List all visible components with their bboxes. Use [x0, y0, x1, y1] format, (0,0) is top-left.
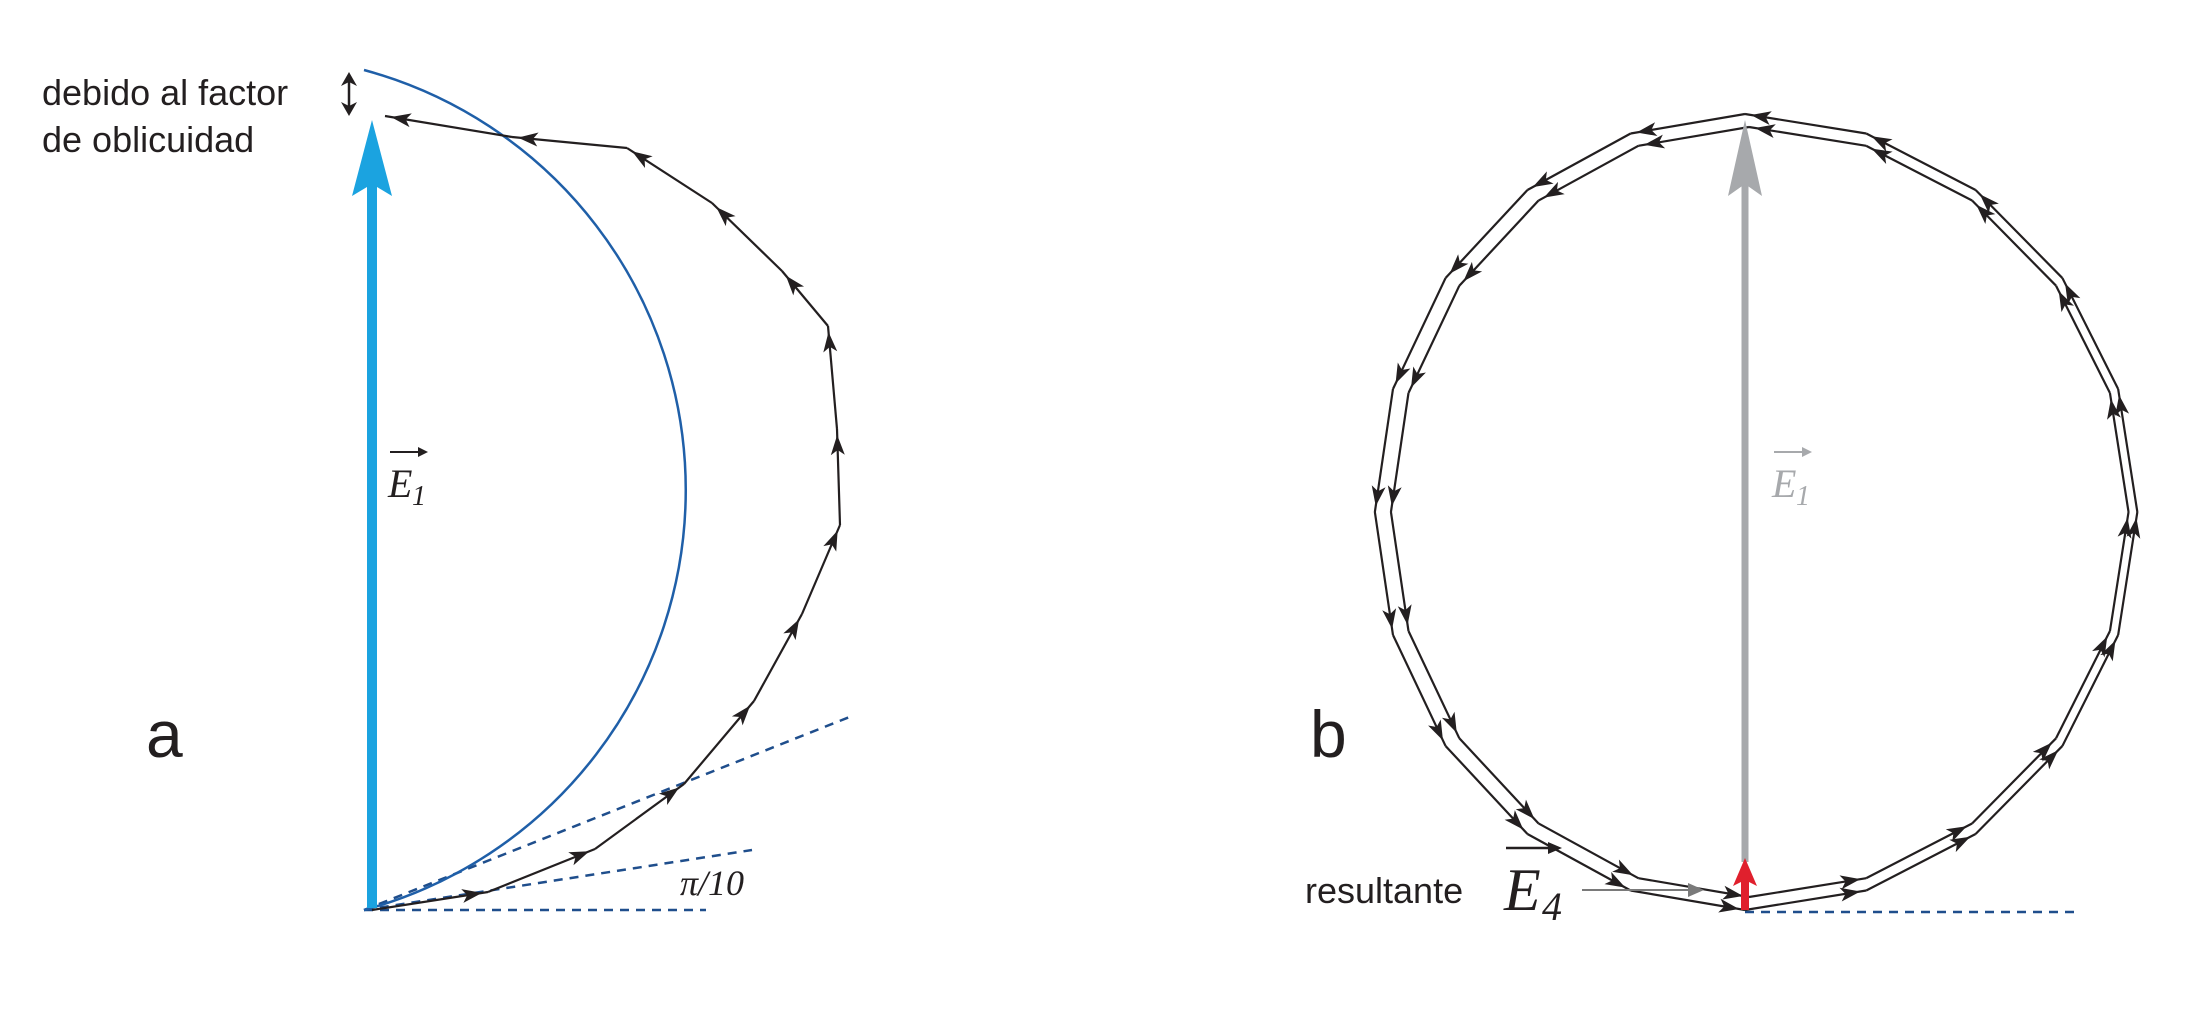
- phasor-a-13: [384, 113, 513, 139]
- phasor-b-outer-9: [1865, 132, 1977, 191]
- phasor-b-inner-13: [1458, 199, 1540, 287]
- phasor-a-10: [711, 202, 783, 272]
- tangent-dashed-1: [363, 848, 753, 912]
- resultant-text: resultante: [1305, 870, 1463, 911]
- panel-a: a debido al factor de oblicuidad π/10 E …: [42, 68, 853, 912]
- envelope-arc: [363, 68, 688, 912]
- pointer-arrowhead: [1688, 883, 1704, 897]
- gray-e1-label: E 1: [1771, 447, 1812, 512]
- phasor-b-outer-12: [1526, 132, 1632, 191]
- phasor-b-outer-19: [1526, 833, 1632, 892]
- phasor-b-inner-8: [1971, 199, 2057, 287]
- phasor-b-inner-2: [1865, 822, 1973, 880]
- panel-b: b E 1 resultante E 4: [1305, 111, 2141, 929]
- phasor-b-inner-9: [1865, 144, 1973, 202]
- oblique-factor-label-line2: de oblicuidad: [42, 119, 254, 160]
- phasor-b-inner-11: [1638, 125, 1750, 149]
- svg-text:1: 1: [1796, 481, 1810, 512]
- phasor-a-1: [371, 889, 489, 912]
- phasor-a-9: [781, 270, 829, 327]
- red-e4-arrowhead: [1733, 858, 1757, 886]
- phasor-b-outer-1: [1744, 887, 1867, 912]
- phasor-b-outer-11: [1630, 112, 1746, 137]
- phasor-b-inner-3: [1971, 737, 2057, 825]
- phasor-b-inner-4: [2055, 630, 2111, 739]
- oblique-factor-label-line1: debido al factor: [42, 72, 288, 113]
- phasor-b-outer-4: [2061, 634, 2120, 747]
- tangent-dashed-2: [363, 714, 853, 912]
- phasor-a-5: [753, 613, 803, 702]
- phasor-b-inner-19: [1538, 822, 1639, 880]
- angle-label: π/10: [680, 863, 744, 903]
- svg-text:E: E: [1771, 461, 1796, 506]
- resultant-e1-arrowhead: [352, 120, 392, 196]
- phasor-b-outer-20: [1630, 889, 1746, 913]
- phasor-b-inner-15: [1387, 392, 1410, 513]
- phasor-b-inner-14: [1407, 285, 1461, 394]
- phasor-a-12: [511, 132, 628, 150]
- phasor-b-inner-6: [2107, 392, 2130, 513]
- phasor-b-inner-18: [1458, 737, 1540, 825]
- phasor-b-outer-10: [1744, 111, 1867, 135]
- phasor-b-inner-5: [2108, 511, 2132, 632]
- phasor-b-inner-1: [1748, 875, 1867, 899]
- e4-label: E 4: [1503, 842, 1562, 929]
- phasor-b-outer-6: [2115, 388, 2139, 513]
- panel-a-letter: a: [146, 697, 183, 771]
- phasor-b-inner-17: [1407, 630, 1461, 739]
- phasor-b-outer-13: [1444, 189, 1529, 279]
- phasor-a-4: [683, 700, 755, 785]
- svg-text:1: 1: [412, 481, 426, 512]
- phasor-chain-b: [1371, 111, 2141, 913]
- phasor-b-outer-2: [1865, 833, 1977, 892]
- phasor-a-7: [830, 428, 845, 526]
- phasor-a-6: [800, 524, 842, 615]
- phasor-a-8: [823, 325, 839, 430]
- phasor-b-inner-16: [1389, 511, 1412, 632]
- phasor-a-11: [626, 147, 713, 204]
- phasor-b-inner-12: [1538, 144, 1639, 202]
- phasor-b-outer-8: [1974, 189, 2064, 279]
- phasor-b-outer-16: [1373, 511, 1397, 636]
- phasor-b-outer-15: [1371, 388, 1395, 513]
- phasor-b-inner-10: [1748, 124, 1867, 147]
- e1-label: E 1: [387, 447, 428, 512]
- phasor-b-outer-17: [1391, 634, 1447, 747]
- phasor-chain-a: [371, 113, 845, 912]
- phasor-a-2: [487, 847, 596, 894]
- svg-text:E: E: [1503, 857, 1541, 923]
- panel-b-letter: b: [1310, 697, 1347, 771]
- svg-text:E: E: [387, 461, 412, 506]
- phasor-b-inner-7: [2055, 285, 2111, 394]
- phasor-b-outer-3: [1974, 745, 2064, 835]
- phasor-a-3: [594, 783, 685, 850]
- gray-e1-arrowhead: [1728, 120, 1762, 196]
- phasor-b-outer-14: [1391, 277, 1447, 390]
- double-arrow-icon: [341, 72, 357, 116]
- phasor-b-outer-18: [1444, 745, 1529, 835]
- svg-text:4: 4: [1542, 884, 1562, 929]
- phasor-b-outer-7: [2061, 277, 2120, 390]
